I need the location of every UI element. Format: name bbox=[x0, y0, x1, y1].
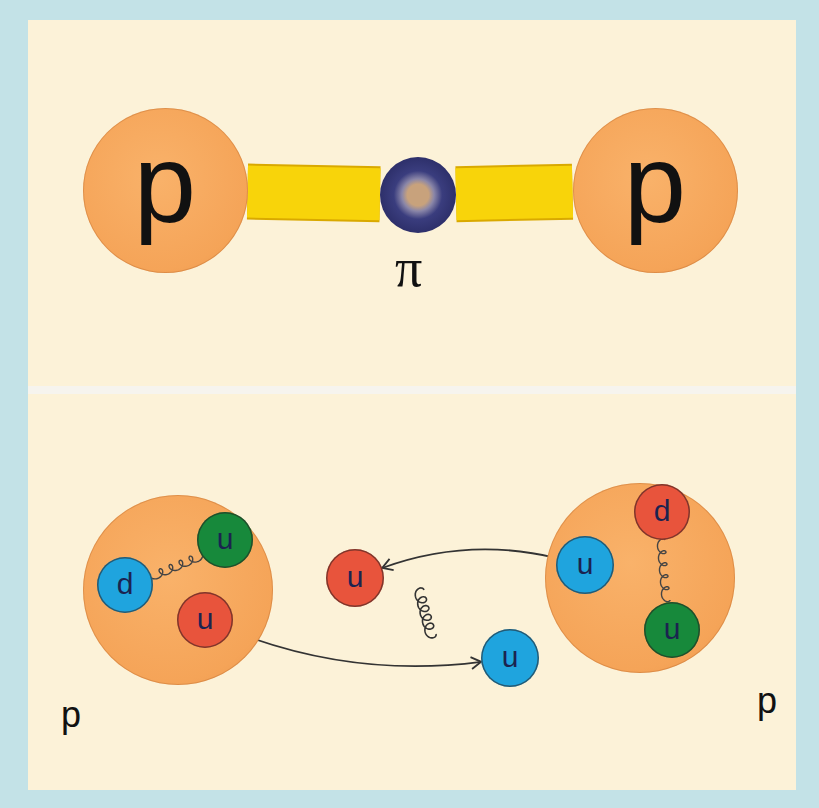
particle-letter: p bbox=[134, 128, 196, 240]
proton-circle: p bbox=[573, 108, 738, 273]
quark-exchange-arrow bbox=[231, 630, 481, 666]
quark-circle: u bbox=[326, 549, 384, 607]
gluon-coil bbox=[415, 588, 436, 638]
particle-letter: u bbox=[217, 524, 234, 554]
panel-divider bbox=[28, 386, 796, 394]
quark-circle: u bbox=[197, 512, 253, 568]
quark-exchange-arrow bbox=[382, 549, 557, 568]
particle-label: p bbox=[61, 697, 81, 733]
quark-circle: u bbox=[644, 602, 700, 658]
proton-circle: pudu bbox=[83, 495, 273, 685]
quark-circle: d bbox=[634, 484, 690, 540]
meson-bond bbox=[248, 192, 381, 195]
proton-circle: p bbox=[83, 108, 248, 273]
particle-letter: u bbox=[577, 549, 594, 579]
proton-circle: pduu bbox=[545, 483, 735, 673]
quark-circle: u bbox=[556, 536, 614, 594]
particle-letter: d bbox=[117, 569, 134, 599]
particle-letter: u bbox=[347, 562, 364, 592]
quark-circle: u bbox=[481, 629, 539, 687]
particle-letter: u bbox=[502, 642, 519, 672]
quark-circle: u bbox=[177, 592, 233, 648]
particle-letter: p bbox=[624, 128, 686, 240]
particle-letter: u bbox=[197, 604, 214, 634]
quark-circle: d bbox=[97, 557, 153, 613]
particle-label: p bbox=[757, 683, 777, 719]
pion-circle: π bbox=[380, 157, 456, 233]
particle-letter: u bbox=[664, 614, 681, 644]
meson-bond bbox=[456, 192, 573, 195]
particle-label: π bbox=[395, 241, 422, 295]
top-panel bbox=[28, 20, 796, 386]
bottom-panel bbox=[28, 394, 796, 790]
particle-letter: d bbox=[654, 496, 671, 526]
